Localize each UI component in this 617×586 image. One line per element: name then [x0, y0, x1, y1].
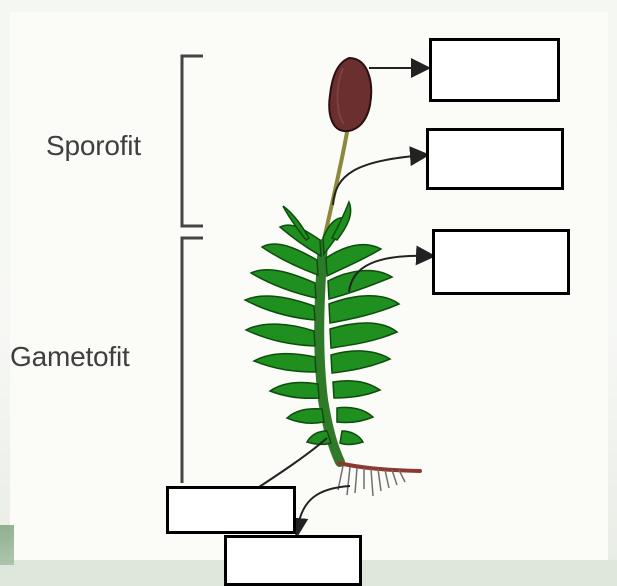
- leaf-answer-box[interactable]: [432, 229, 570, 295]
- sporofit-bracket: [182, 56, 203, 226]
- gametofit-bracket: [182, 238, 203, 483]
- sporofit-label: Sporofit: [46, 132, 141, 160]
- capsule-answer-box[interactable]: [429, 38, 560, 102]
- stem-answer-box[interactable]: [166, 486, 296, 534]
- capsule-icon: [329, 58, 371, 131]
- gametofit-label: Gametofit: [10, 343, 130, 371]
- rhizoid-answer-box[interactable]: [224, 535, 362, 586]
- seta-answer-box[interactable]: [426, 128, 564, 190]
- rhizoid-icon: [339, 463, 420, 471]
